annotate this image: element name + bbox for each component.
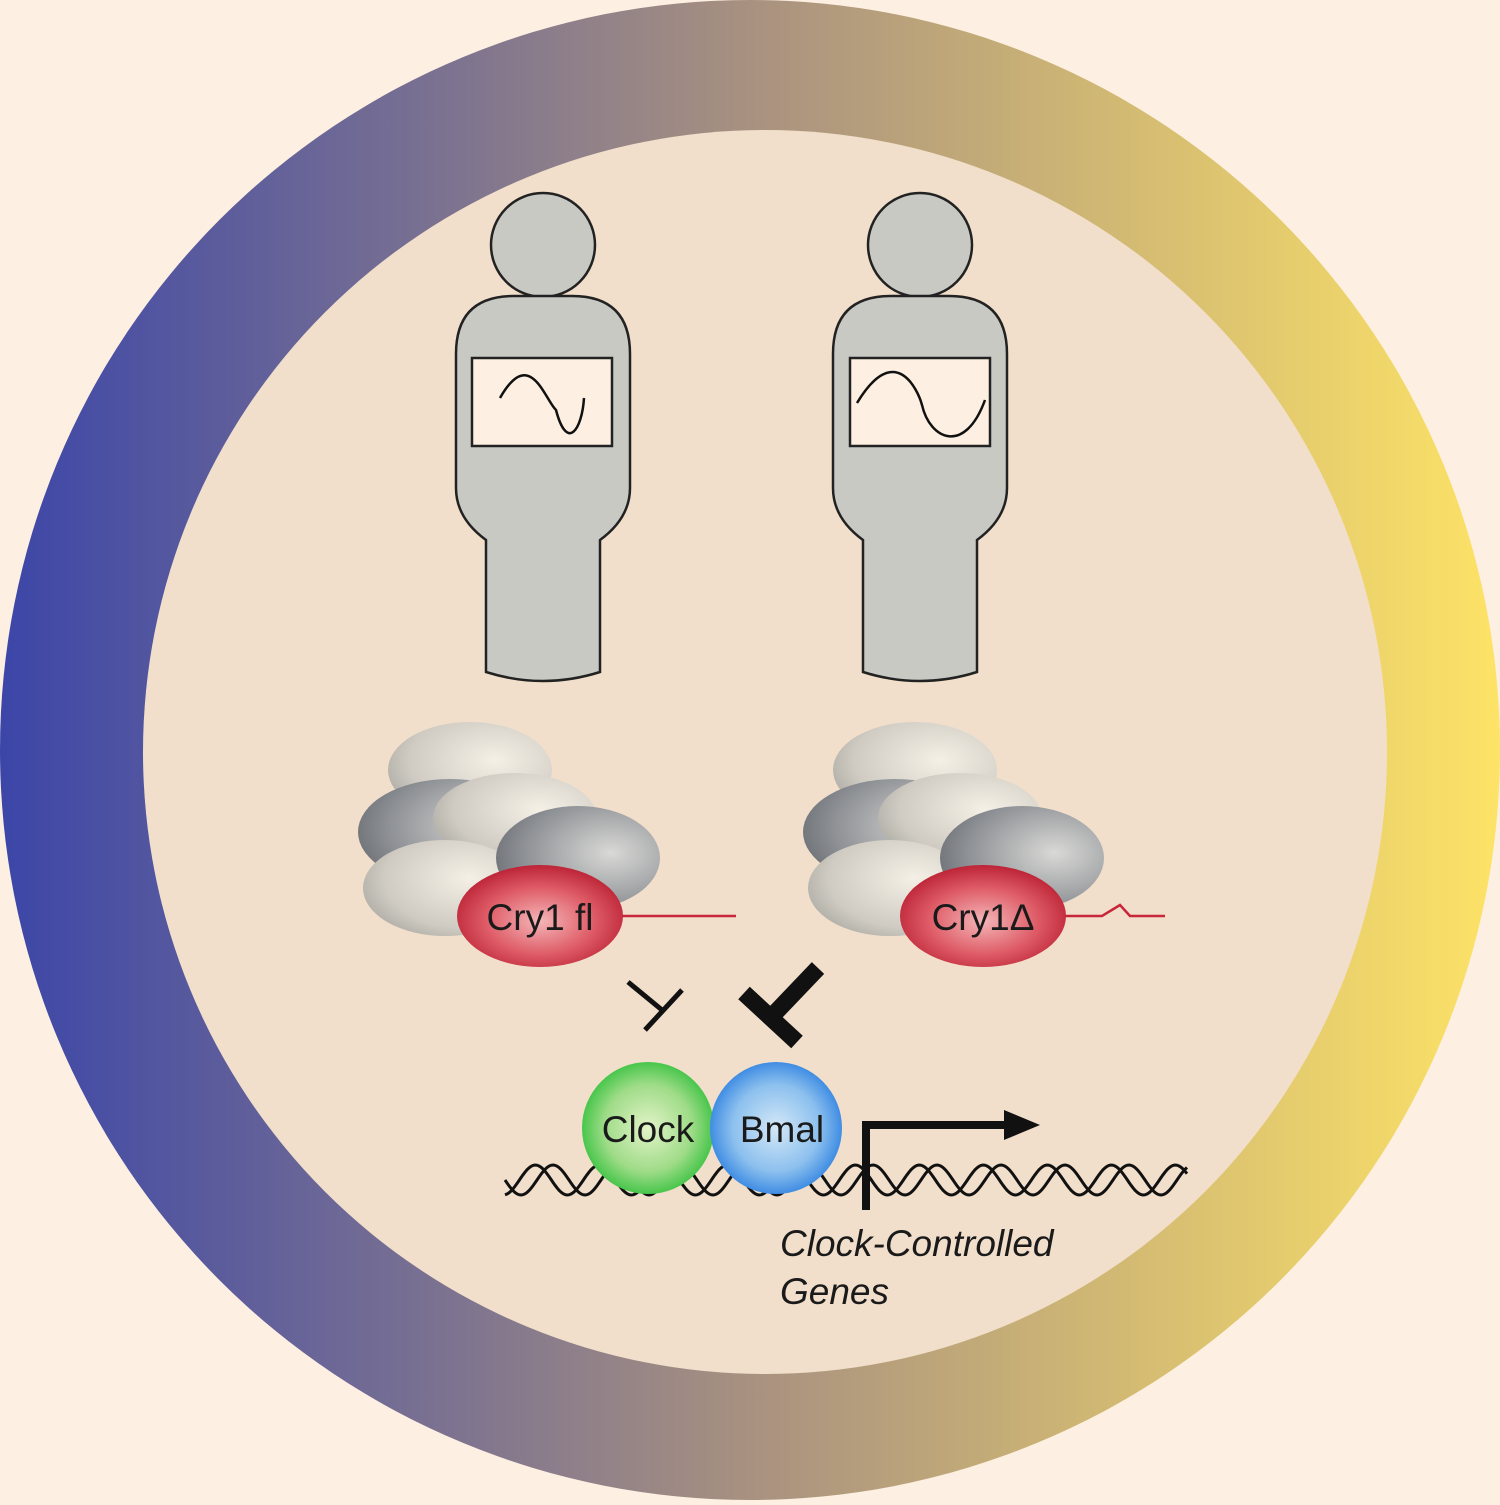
figure-left-monitor [470,356,614,448]
figure-left-head [489,191,597,299]
inner-disc [143,130,1387,1374]
clock-protein [582,1062,714,1194]
genes-label-line1: Clock-Controlled [780,1223,1055,1264]
transcription-start-arrow [862,1110,1040,1210]
figure-right-waveform-long [855,370,987,438]
bmal-label: Bmal [740,1109,824,1150]
figure-left-waveform-short [498,374,586,435]
human-figure-right [831,191,1009,683]
clock-label: Clock [602,1109,695,1150]
repression-strong-symbol [738,962,825,1049]
genes-label-line2: Genes [780,1271,889,1312]
cry1-delta-protein [900,865,1066,967]
cry1-delta-tail [1065,903,1165,918]
cry1-fl-protein [457,865,623,967]
figure-right-head [866,191,974,299]
cry1-fl-label: Cry1 fl [487,897,594,938]
protein-complex-right: Cry1Δ [803,722,1165,967]
human-figure-left [454,191,632,683]
protein-complex-left: Cry1 fl [358,722,736,967]
cry1-delta-label: Cry1Δ [932,897,1035,938]
bmal-protein [710,1062,842,1194]
repression-weak-symbol [626,980,684,1032]
